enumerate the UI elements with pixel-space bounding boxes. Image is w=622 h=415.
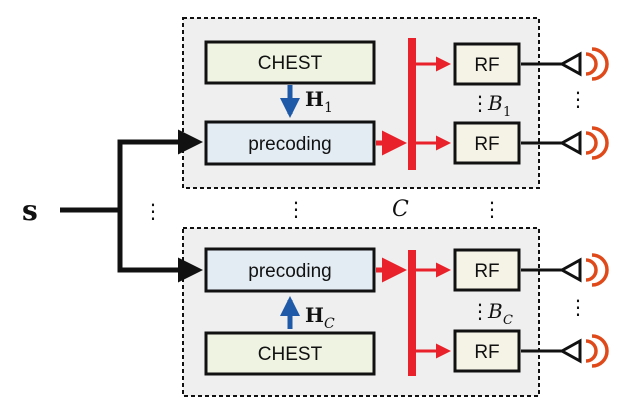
precoding-box-1	[204, 120, 376, 166]
splitter-bar-1	[408, 38, 416, 170]
radio-wave-icon-ca	[585, 253, 609, 287]
precoding-label-1: precoding	[248, 134, 331, 155]
input-branch-bottom	[117, 210, 203, 283]
middle-dots-right: ⋮	[482, 197, 502, 221]
antenna-dots-1: ⋮	[568, 87, 588, 111]
antenna-icon-cb	[558, 338, 582, 364]
rf-label-ca: RF	[474, 261, 499, 282]
rf-label-1a: RF	[474, 55, 499, 76]
channel-sub-1: 1	[324, 100, 333, 116]
antenna-icon-1a	[558, 51, 582, 77]
chest-label-1: CHEST	[258, 53, 323, 74]
precoding-box-c	[204, 247, 376, 293]
chest-label-c: CHEST	[258, 344, 323, 365]
precoding-label-c: precoding	[248, 261, 331, 282]
rf-count-sub-1: 1	[503, 105, 511, 120]
middle-dots-left: ⋮	[286, 197, 306, 221]
rf-count-sub-c: C	[503, 313, 513, 328]
rf-label-cb: RF	[474, 342, 499, 363]
rf-dots-1: ⋮	[470, 91, 490, 115]
rf-dots-c: ⋮	[470, 299, 490, 323]
rf-box-cb	[453, 329, 521, 373]
channel-sub-c: C	[324, 316, 335, 332]
channel-label-1: H	[305, 87, 324, 111]
chest-box-c	[204, 331, 376, 376]
radio-wave-icon-cb	[585, 334, 609, 368]
input-branch-top	[117, 129, 203, 210]
splitter-bar-c	[408, 250, 416, 376]
separator-label: C	[392, 197, 409, 222]
rf-count-label-c: B	[487, 299, 503, 323]
antenna-icon-ca	[558, 257, 582, 283]
radio-wave-icon-1b	[585, 126, 609, 160]
antenna-icon-1b	[558, 130, 582, 156]
rf-box-1a	[453, 42, 521, 86]
radio-wave-icon-1a	[585, 47, 609, 81]
rf-box-ca	[453, 248, 521, 292]
chest-box-1	[204, 40, 376, 85]
rf-count-label-1: B	[487, 91, 503, 115]
branch-dots-left: ⋮	[143, 199, 163, 223]
rf-label-1b: RF	[474, 134, 499, 155]
channel-label-c: H	[305, 303, 324, 327]
rf-box-1b	[453, 121, 521, 165]
antenna-dots-c: ⋮	[568, 295, 588, 319]
input-symbol: s	[22, 194, 38, 227]
